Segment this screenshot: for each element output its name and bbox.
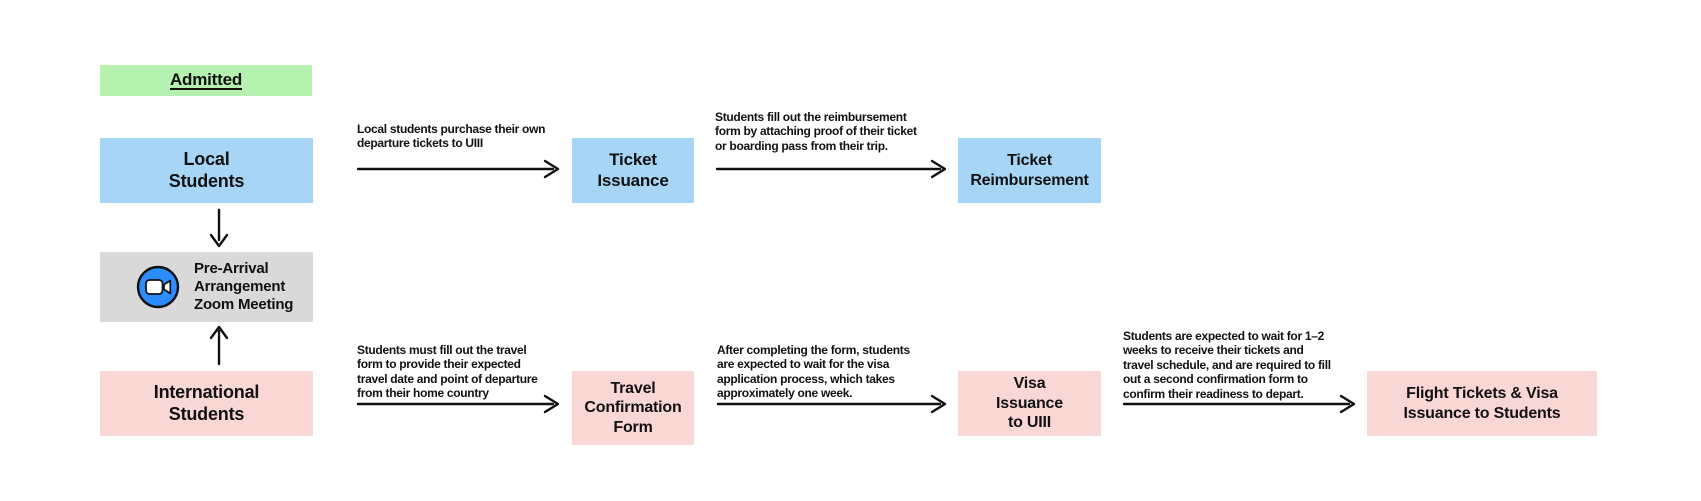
visa-issuance-label: Visa Issuance to UIII: [996, 375, 1063, 432]
edge-label-travel-form-to-visa: After completing the form, students are …: [717, 343, 910, 401]
node-local-students: Local Students: [100, 138, 313, 203]
arrow-local-to-ticket-issuance: [356, 159, 560, 179]
ticket-issuance-label: Ticket Issuance: [597, 149, 669, 190]
flight-tickets-visa-label: Flight Tickets & Visa Issuance to Studen…: [1403, 384, 1561, 422]
node-visa-issuance-to-uiii: Visa Issuance to UIII: [958, 371, 1101, 436]
node-ticket-issuance: Ticket Issuance: [572, 138, 694, 203]
pre-arrival-meeting-label: Pre-Arrival Arrangement Zoom Meeting: [194, 260, 294, 313]
arrow-ticket-issuance-to-reimbursement: [715, 159, 947, 179]
ticket-reimbursement-label: Ticket Reimbursement: [970, 151, 1089, 189]
arrow-international-to-travel-form: [356, 394, 560, 414]
edge-label-local-to-ticket-issuance: Local students purchase their own depart…: [357, 122, 546, 151]
arrow-local-to-meeting: [209, 208, 229, 248]
local-students-label: Local Students: [168, 148, 245, 191]
node-admitted: Admitted: [100, 65, 312, 96]
edge-label-visa-to-flight-tickets: Students are expected to wait for 1–2 we…: [1123, 329, 1331, 401]
node-pre-arrival-zoom-meeting: Pre-Arrival Arrangement Zoom Meeting: [100, 252, 313, 322]
travel-confirmation-form-label: Travel Confirmation Form: [584, 379, 682, 436]
node-ticket-reimbursement: Ticket Reimbursement: [958, 138, 1101, 203]
arrow-international-to-meeting: [209, 325, 229, 366]
zoom-video-camera-icon: [136, 265, 180, 309]
node-flight-tickets-visa-issuance: Flight Tickets & Visa Issuance to Studen…: [1367, 371, 1597, 436]
node-international-students: International Students: [100, 371, 313, 436]
node-travel-confirmation-form: Travel Confirmation Form: [572, 371, 694, 445]
international-students-label: International Students: [153, 381, 260, 424]
edge-label-international-to-travel-form: Students must fill out the travel form t…: [357, 343, 538, 401]
arrow-travel-form-to-visa: [716, 394, 947, 414]
arrow-visa-to-flight-tickets: [1122, 394, 1356, 414]
edge-label-ticket-issuance-to-reimbursement: Students fill out the reimbursement form…: [715, 110, 917, 153]
admitted-label: Admitted: [169, 70, 243, 90]
